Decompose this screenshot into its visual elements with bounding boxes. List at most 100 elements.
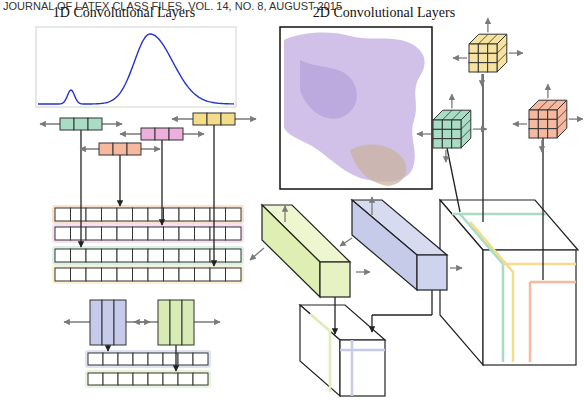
feature-cell: [195, 208, 211, 221]
signal-curve: [38, 34, 234, 104]
feature-cell: [117, 227, 133, 240]
feature-cell: [164, 208, 180, 221]
kernel-cell: [74, 118, 88, 130]
slide-arrow: [569, 118, 583, 119]
feature-line: [470, 222, 513, 362]
panel-title: 1D Convolutional Layers: [53, 5, 195, 21]
feature-cell: [163, 373, 178, 385]
feature-cell: [102, 227, 118, 240]
slide-arrow: [487, 18, 488, 32]
feature-cell: [117, 208, 133, 221]
slide-arrow: [284, 206, 285, 222]
kernel-cell: [158, 300, 170, 345]
flow-line: [447, 148, 460, 212]
feature-cell: [86, 227, 102, 240]
kernel-cube: [452, 129, 461, 138]
kernel-cube: [538, 119, 547, 128]
kernel-cube: [529, 110, 538, 119]
feature-cell: [226, 208, 242, 221]
kernel-cell: [155, 128, 169, 140]
feature-line: [529, 282, 532, 362]
feature-cell: [133, 353, 148, 365]
feature-line: [530, 281, 576, 284]
kernel-cube: [452, 110, 462, 120]
feature-cell: [88, 373, 103, 385]
feature-cell: [148, 208, 164, 221]
kernel-cell: [182, 300, 194, 345]
feature-cell: [133, 227, 149, 240]
slide-arrow: [340, 238, 352, 246]
kernel-prism: [417, 255, 447, 290]
feature-line: [351, 340, 354, 396]
feature-cell: [133, 268, 149, 281]
feature-cell: [164, 268, 180, 281]
slide-arrow: [473, 128, 487, 129]
feature-cell: [179, 208, 195, 221]
kernel-cube: [433, 120, 442, 129]
flow-arrow: [334, 297, 335, 334]
feature-cell: [55, 268, 71, 281]
kernel-cube: [497, 44, 507, 54]
kernel-prism: [352, 200, 417, 290]
feature-cell: [148, 353, 163, 365]
kernel-cube: [478, 63, 487, 72]
kernel-cube: [557, 110, 567, 120]
slide-arrow: [445, 150, 446, 162]
feature-cell: [55, 208, 71, 221]
kernel-cube: [497, 34, 507, 72]
feature-cell: [102, 249, 118, 262]
feature-cell: [148, 227, 164, 240]
slide-arrow: [513, 123, 527, 124]
kernel-cell: [193, 113, 207, 125]
kernel-cube: [548, 100, 558, 110]
slide-arrow: [450, 267, 462, 268]
kernel-cube: [548, 110, 557, 119]
kernel-cell: [60, 118, 74, 130]
kernel-cell: [102, 300, 114, 345]
kernel-cube: [433, 139, 442, 148]
row-glow: [85, 370, 211, 388]
kernel-cell: [99, 143, 113, 155]
feature-cell: [226, 268, 242, 281]
flow-line: [482, 74, 483, 222]
kernel-cube: [469, 44, 478, 53]
kernel-cube: [461, 110, 471, 148]
flow-arrow: [431, 290, 432, 315]
image-content: [350, 145, 406, 186]
slide-arrow: [356, 271, 370, 272]
feature-volume: [340, 340, 385, 396]
feature-cell: [117, 268, 133, 281]
kernel-cube: [497, 53, 507, 63]
kernel-cell: [169, 128, 183, 140]
kernel-cube: [461, 129, 471, 139]
kernel-cube: [557, 100, 567, 138]
feature-cell: [226, 227, 242, 240]
feature-line: [310, 314, 330, 392]
feature-cell: [210, 268, 226, 281]
slide-arrow: [481, 74, 482, 86]
kernel-cube: [469, 63, 478, 72]
kernel-cube: [529, 129, 538, 138]
flow-arrow: [371, 315, 372, 332]
kernel-cube: [442, 139, 451, 148]
feature-cell: [71, 227, 87, 240]
kernel-cube: [461, 120, 471, 130]
row-glow: [85, 350, 211, 368]
feature-cell: [118, 373, 133, 385]
feature-cell: [226, 249, 242, 262]
panel-title: 2D Convolutional Layers: [313, 5, 455, 21]
kernel-cell: [127, 143, 141, 155]
flow-arrow: [119, 155, 120, 206]
flow-line: [542, 138, 543, 280]
feature-cell: [71, 249, 87, 262]
feature-cell: [86, 268, 102, 281]
feature-line: [452, 213, 546, 216]
kernel-cube: [452, 120, 461, 129]
feature-cell: [193, 373, 208, 385]
kernel-cube: [538, 129, 547, 138]
feature-cell: [178, 373, 193, 385]
kernel-cell: [207, 113, 221, 125]
feature-line: [340, 349, 385, 352]
feature-cell: [71, 268, 87, 281]
